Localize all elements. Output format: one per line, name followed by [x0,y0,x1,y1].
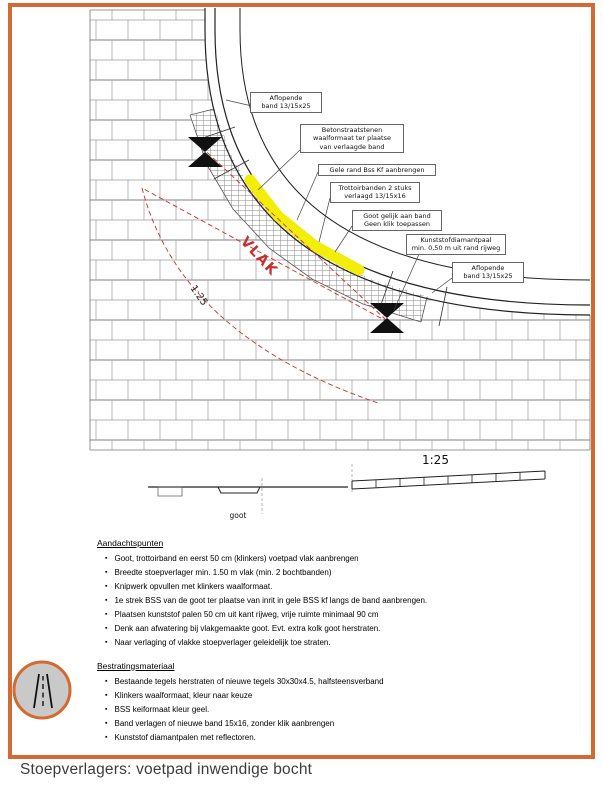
bullet-icon: ▪ [105,625,108,633]
diamond-post-icon [370,303,404,333]
note-item: ▪ Breedte stoepverlager min. 1.50 m vlak… [105,568,575,577]
note-item-text: Plaatsen kunststof palen 50 cm uit kant … [114,610,379,620]
section-view: goot 1:25 [148,453,546,520]
callout-aflopende-band-top: Aflopende band 13/15x25 [250,92,322,113]
note-item: ▪ Klinkers waalformaat, kleur naar keuze [105,691,575,700]
note-item-text: Bestaande tegels herstraten of nieuwe te… [114,676,384,686]
callout-aflopende-band-right: Aflopende band 13/15x25 [452,262,524,283]
note-item: ▪ BSS keiformaat kleur geel. [105,705,575,714]
aandachtspunten-heading: Aandachtspunten [97,538,164,548]
note-item: ▪ 1e strek BSS van de goot ter plaatse v… [105,596,575,605]
section-scale-label: 1:25 [422,453,449,467]
callout-betonstraatstenen: Betonstraatstenen waalformaat ter plaats… [300,124,404,154]
notes-section: Aandachtspunten ▪ Goot, trottoirband en … [97,538,575,747]
note-item-text: Kunststof diamantpalen met reflectoren. [114,732,256,742]
bestratingsmateriaal-heading: Bestratingsmateriaal [97,660,175,671]
note-item: ▪ Denk aan afwatering bij vlakgemaakte g… [105,624,575,633]
callout-goot: Goot gelijk aan band Geen klik toepassen [352,210,442,231]
note-item: ▪ Plaatsen kunststof palen 50 cm uit kan… [105,610,575,619]
brick-paving [90,10,590,450]
bullet-icon: ▪ [105,569,108,577]
callout-leaders [225,99,453,311]
bullet-icon: ▪ [105,639,108,647]
callout-gele-rand: Gele rand Bss Kf aanbrengen [318,164,436,177]
note-item-text: Knipwerk opvullen met klinkers waalforma… [114,582,273,592]
paving-boundary [89,9,591,451]
note-item-text: Band verlagen of nieuwe band 15x16, zond… [114,718,335,728]
construction-lines [141,141,389,404]
note-item: ▪ Goot, trottoirband en eerst 50 cm (kli… [105,554,575,563]
curb-band-inner-edge [204,8,591,316]
waalformaat-paver-strip [189,107,428,322]
paver-strip-caps [189,108,428,323]
road-icon [10,658,74,722]
bullet-icon: ▪ [105,733,108,741]
bullet-icon: ▪ [105,597,108,605]
goot-label: goot [230,511,247,520]
aandachtspunten-block: Aandachtspunten ▪ Goot, trottoirband en … [97,538,575,648]
plan-and-section-svg: VLAK 1:25 [89,8,591,520]
technical-drawing: VLAK 1:25 [89,8,591,520]
note-item-text: Naar verlaging of vlakke stoepverlager g… [114,638,331,648]
note-item-text: Klinkers waalformaat, kleur naar keuze [114,690,253,700]
bullet-icon: ▪ [105,677,108,685]
note-item: ▪ Bestaande tegels herstraten of nieuwe … [105,677,575,686]
note-item-text: Goot, trottoirband en eerst 50 cm (klink… [114,554,359,563]
callout-trottoirbanden: Trottoirbanden 2 stuks verlaagd 13/15x16 [330,182,420,203]
note-item: ▪ Kunststof diamantpalen met reflectoren… [105,733,575,742]
note-item-text: BSS keiformaat kleur geel. [114,704,210,714]
bullet-icon: ▪ [105,555,108,562]
bullet-icon: ▪ [105,705,108,713]
page-title: Stoepverlagers: voetpad inwendige bocht [20,761,313,778]
band-joint-ticks [196,126,448,327]
diamond-post-icon [188,137,222,167]
note-item: ▪ Naar verlaging of vlakke stoepverlager… [105,638,575,647]
note-item-text: Breedte stoepverlager min. 1.50 m vlak (… [114,568,332,578]
bullet-icon: ▪ [105,583,108,591]
bullet-icon: ▪ [105,611,108,619]
bullet-icon: ▪ [105,691,108,699]
callout-kunststofdiamantpaal: Kunststofdiamantpaal min. 0,50 m uit ran… [406,234,506,255]
bullet-icon: ▪ [105,719,108,727]
bestratingsmateriaal-block: Bestratingsmateriaal ▪ Bestaande tegels … [97,661,575,743]
note-item: ▪ Knipwerk opvullen met klinkers waalfor… [105,582,575,591]
bestratingsmateriaal-list: ▪ Bestaande tegels herstraten of nieuwe … [97,677,575,743]
aandachtspunten-list: ▪ Goot, trottoirband en eerst 50 cm (kli… [97,554,575,648]
note-item-text: Denk aan afwatering bij vlakgemaakte goo… [114,624,381,634]
note-item-text: 1e strek BSS van de goot ter plaatse van… [114,596,428,606]
note-item: ▪ Band verlagen of nieuwe band 15x16, zo… [105,719,575,728]
yellow-band [244,174,365,276]
